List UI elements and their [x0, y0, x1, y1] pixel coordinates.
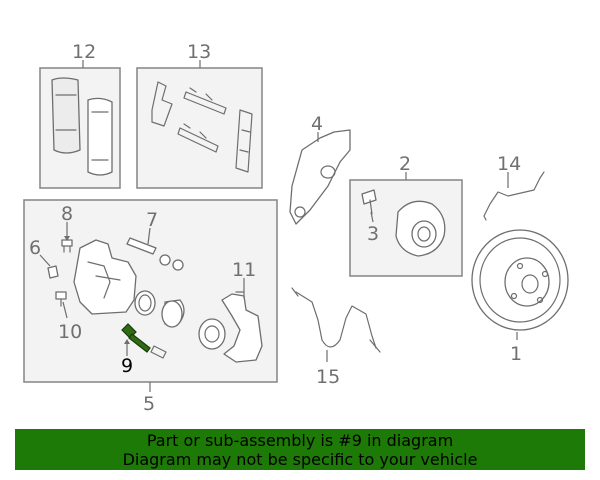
callout-7[interactable]: 7 [146, 209, 158, 231]
callout-11[interactable]: 11 [232, 259, 256, 281]
callout-10[interactable]: 10 [58, 321, 82, 343]
callout-1[interactable]: 1 [510, 343, 522, 365]
anti-rattle-clip-top [183, 87, 227, 115]
brake-pad-outer [87, 97, 113, 176]
callout-2[interactable]: 2 [399, 153, 411, 175]
bolt-washer [150, 345, 167, 359]
guide-pin[interactable] [126, 237, 184, 271]
pad-hardware-box [136, 67, 263, 189]
part-info-banner: Part or sub-assembly is #9 in diagram Di… [15, 429, 585, 470]
sensor-harness[interactable] [483, 171, 545, 221]
brake-pads-group[interactable] [39, 67, 121, 189]
bleeder-screw[interactable] [47, 265, 59, 279]
callout-14[interactable]: 14 [497, 153, 521, 175]
highlighted-bolt-part-9[interactable] [121, 323, 151, 353]
dust-boot[interactable] [198, 318, 226, 350]
callout-3[interactable]: 3 [367, 223, 379, 245]
piston-seal[interactable] [134, 290, 156, 316]
parts-diagram: 12 13 5 8 6 7 10 [23, 41, 569, 415]
callout-13[interactable]: 13 [187, 41, 211, 63]
pad-hardware-group[interactable] [136, 67, 263, 189]
callout-15[interactable]: 15 [316, 366, 340, 388]
callout-9[interactable]: 9 [121, 355, 133, 377]
callout-12[interactable]: 12 [72, 41, 96, 63]
pad-shim-right [235, 109, 253, 173]
callout-4[interactable]: 4 [311, 113, 323, 135]
hub-assembly-group[interactable] [349, 179, 463, 277]
callout-5[interactable]: 5 [143, 393, 155, 415]
dust-shield[interactable] [289, 129, 351, 225]
callout-6[interactable]: 6 [29, 237, 41, 259]
banner-line-2: Diagram may not be specific to your vehi… [122, 450, 478, 469]
callout-8[interactable]: 8 [61, 203, 73, 225]
pad-clip-left [151, 81, 173, 127]
abs-sensor-wire[interactable] [291, 287, 381, 353]
brake-pad-inner [51, 77, 81, 154]
caliper-housing[interactable] [73, 239, 137, 315]
caliper-piston[interactable] [161, 299, 185, 328]
brake-rotor[interactable] [471, 229, 569, 331]
anti-rattle-clip-bottom [177, 123, 219, 153]
mounting-bolt[interactable] [55, 291, 67, 307]
banner-line-1: Part or sub-assembly is #9 in diagram [146, 431, 454, 450]
